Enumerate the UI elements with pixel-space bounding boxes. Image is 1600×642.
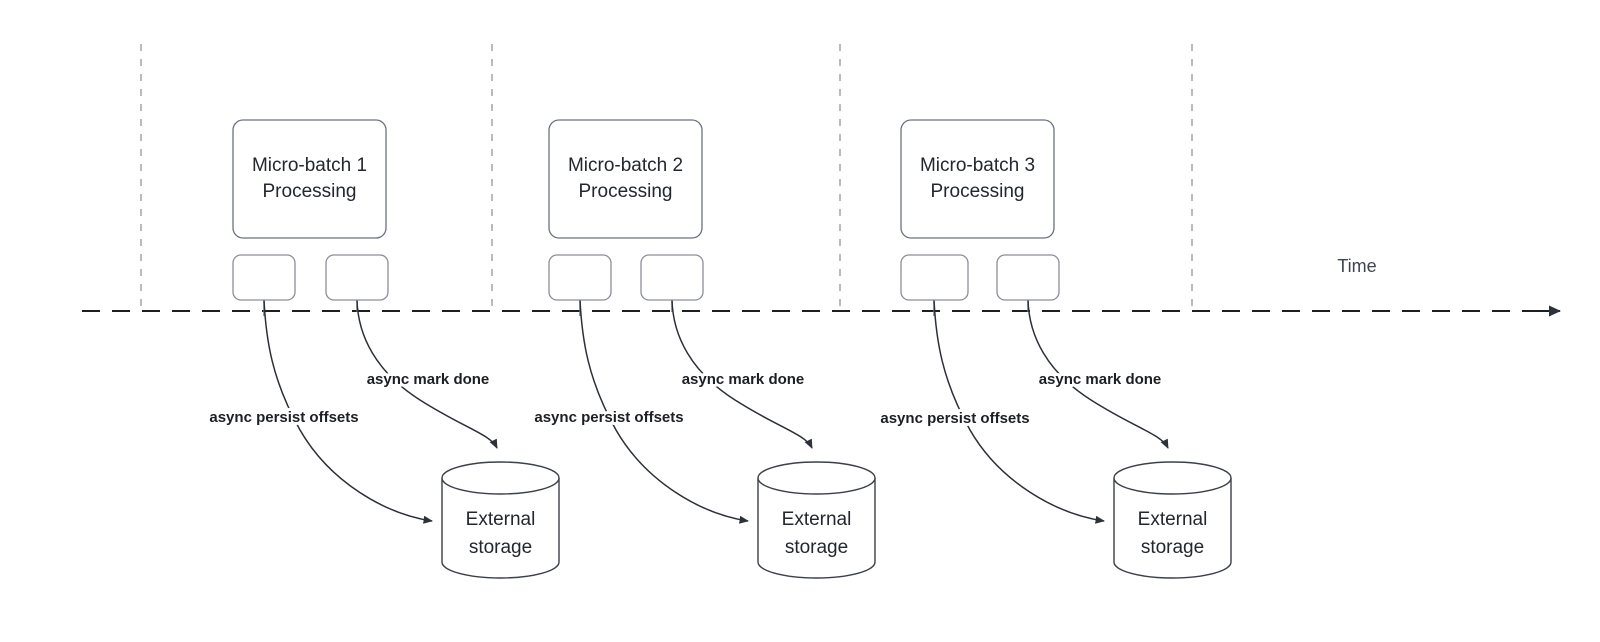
edge-persist-offsets-2-label: async persist offsets — [534, 409, 683, 426]
micro-batch-2-label-line1: Micro-batch 2 — [568, 155, 683, 176]
external-storage-3-label-line2: storage — [1141, 537, 1204, 558]
external-storage-3-top-ellipse — [1113, 477, 1232, 495]
task-box-3b[interactable] — [996, 254, 1060, 301]
micro-batch-1-label-line1: Micro-batch 1 — [252, 155, 367, 176]
micro-batch-3-label-line2: Processing — [931, 181, 1025, 202]
task-box-1a[interactable] — [232, 254, 296, 301]
external-storage-1-label-line1: External — [466, 509, 536, 530]
micro-batch-2-label-line2: Processing — [579, 181, 673, 202]
edge-mark-done-2-label: async mark done — [682, 371, 805, 388]
micro-batch-3-label-line1: Micro-batch 3 — [920, 155, 1035, 176]
external-storage-1-top-ellipse — [441, 477, 560, 495]
edge-persist-offsets-1-label-halo: async persist offsets — [209, 409, 358, 426]
edges-group — [263, 299, 1169, 524]
edge-labels-group: async persist offsets async persist offse… — [206, 368, 1164, 430]
edge-mark-done-3 — [1027, 299, 1169, 449]
edge-mark-done-1-label-halo: async mark done — [367, 371, 490, 388]
task-box-3a[interactable] — [900, 254, 969, 301]
edge-persist-offsets-3-label-halo: async persist offsets — [880, 410, 1029, 427]
external-storage-2-top-ellipse — [757, 477, 876, 495]
task-box-2a[interactable] — [548, 254, 612, 301]
external-storage-2-label-line1: External — [782, 509, 852, 530]
external-storage-2-label-line2: storage — [785, 537, 848, 558]
micro-batch-3-box[interactable] — [900, 119, 1055, 239]
edge-persist-offsets-2 — [579, 299, 749, 524]
time-axis-label: Time — [1337, 256, 1376, 276]
edge-mark-done-1 — [356, 299, 498, 449]
micro-batch-1-box[interactable] — [232, 119, 387, 239]
edge-persist-offsets-3-label: async persist offsets — [880, 410, 1029, 427]
edge-persist-offsets-1-label: async persist offsets — [209, 409, 358, 426]
edge-persist-offsets-3 — [933, 299, 1105, 524]
edge-persist-offsets-2-label-halo: async persist offsets — [534, 409, 683, 426]
edge-mark-done-3-label: async mark done — [1039, 371, 1162, 388]
edge-mark-done-2 — [671, 299, 813, 449]
micro-batch-2-box[interactable] — [548, 119, 703, 239]
edge-mark-done-2-label-halo: async mark done — [682, 371, 805, 388]
timeline-axis-group: Time — [82, 256, 1561, 317]
task-box-1b[interactable] — [325, 254, 389, 301]
external-storage-3-label-line1: External — [1138, 509, 1208, 530]
task-box-2b[interactable] — [640, 254, 704, 301]
external-storage-1-label-line2: storage — [469, 537, 532, 558]
edge-persist-offsets-1 — [263, 299, 433, 524]
micro-batch-1-label-line2: Processing — [263, 181, 357, 202]
edge-mark-done-3-label-halo: async mark done — [1039, 371, 1162, 388]
edge-mark-done-1-label: async mark done — [367, 371, 490, 388]
